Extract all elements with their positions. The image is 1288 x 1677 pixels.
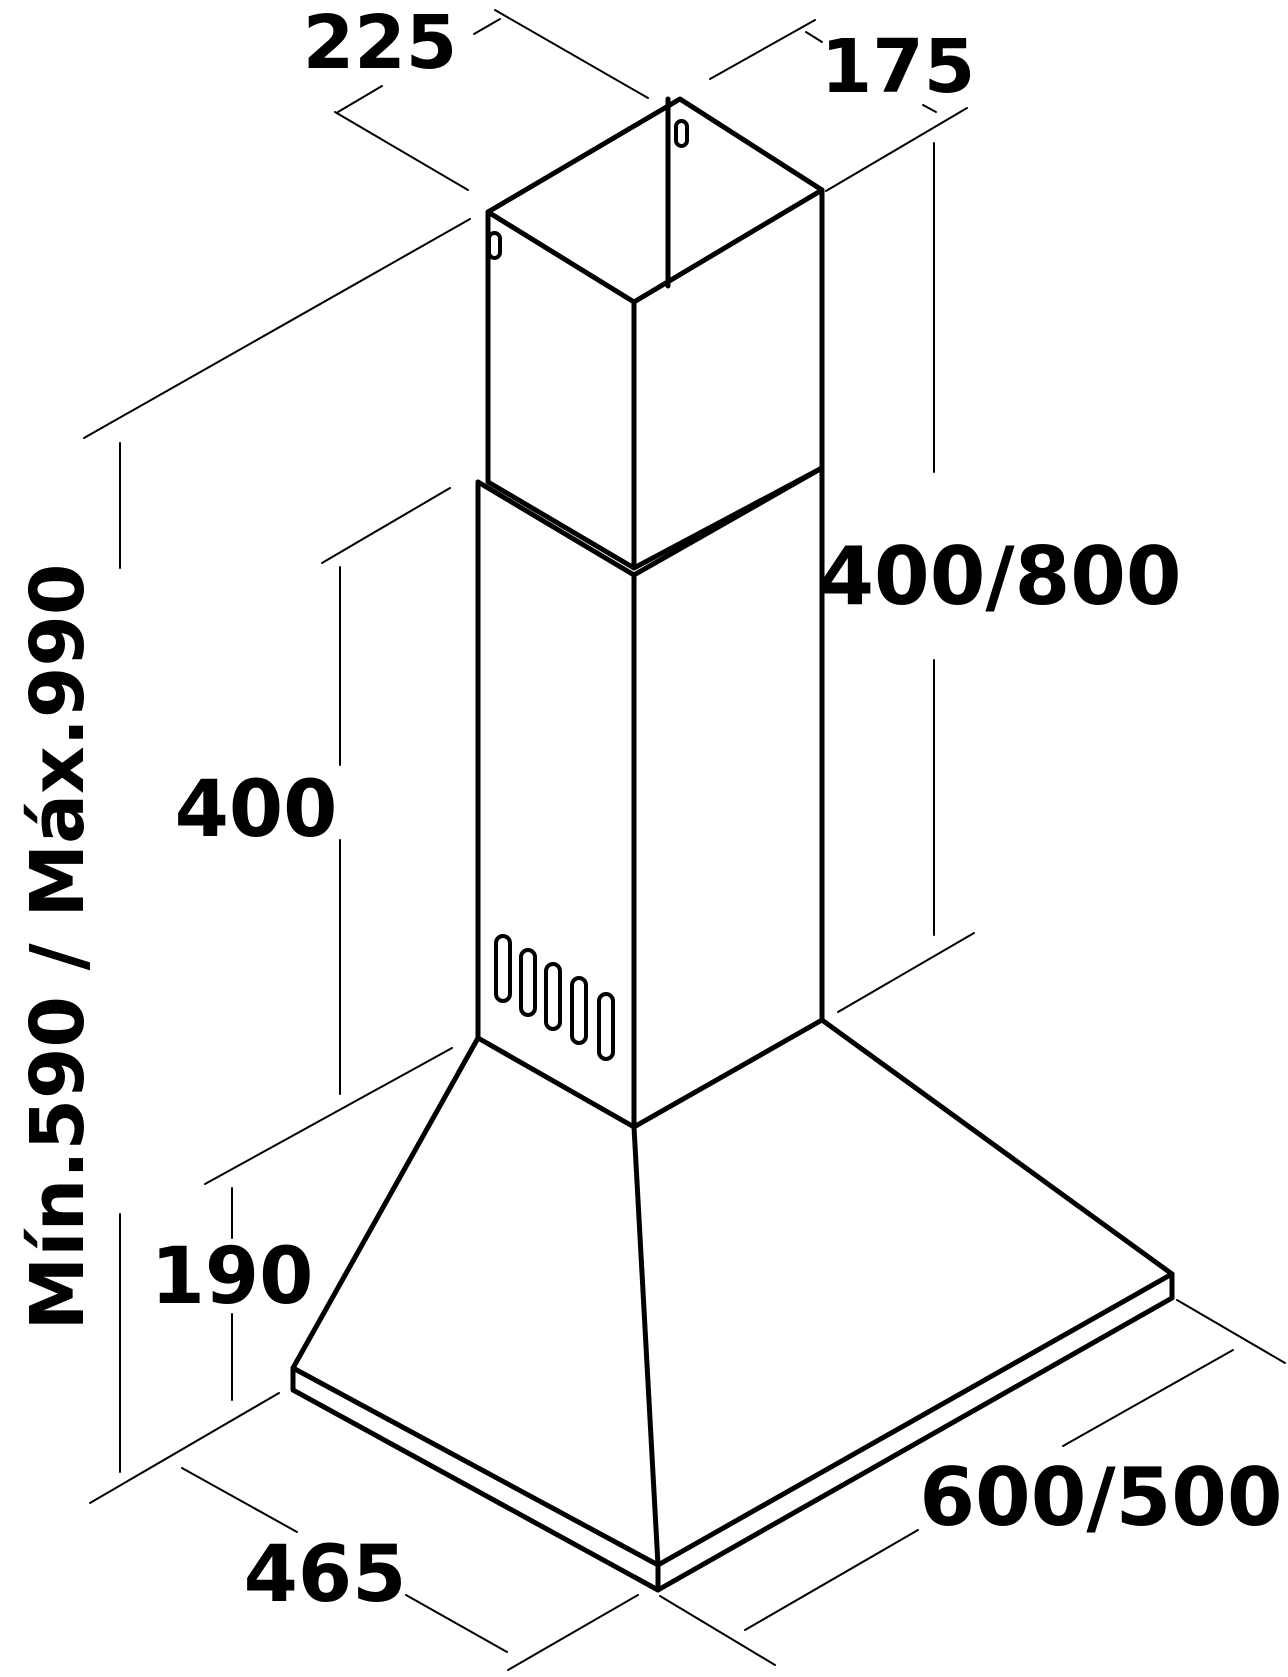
chimney-width-label: 175 bbox=[821, 24, 975, 110]
dimension-lines bbox=[83, 9, 1286, 1671]
hood-width-label: 600/500 bbox=[919, 1451, 1282, 1544]
hood-depth-label: 465 bbox=[244, 1530, 407, 1620]
canopy-height-label: 190 bbox=[151, 1232, 314, 1322]
upper-screw-slot-left bbox=[487, 231, 502, 260]
chimney-depth-label: 225 bbox=[303, 0, 457, 86]
dimension-labels: 225 175 400/800 400 190 Mín.590 / Máx.99… bbox=[15, 0, 1283, 1620]
upper-chimney-height-label: 400/800 bbox=[818, 530, 1181, 623]
hood-canopy bbox=[290, 1017, 1175, 1593]
upper-screw-slot-right bbox=[674, 119, 689, 148]
lower-chimney-height-label: 400 bbox=[175, 765, 338, 855]
upper-chimney bbox=[485, 96, 825, 571]
ventilation-slots bbox=[494, 934, 615, 1061]
lower-chimney bbox=[475, 465, 825, 1130]
total-height-label: Mín.590 / Máx.990 bbox=[15, 564, 101, 1331]
